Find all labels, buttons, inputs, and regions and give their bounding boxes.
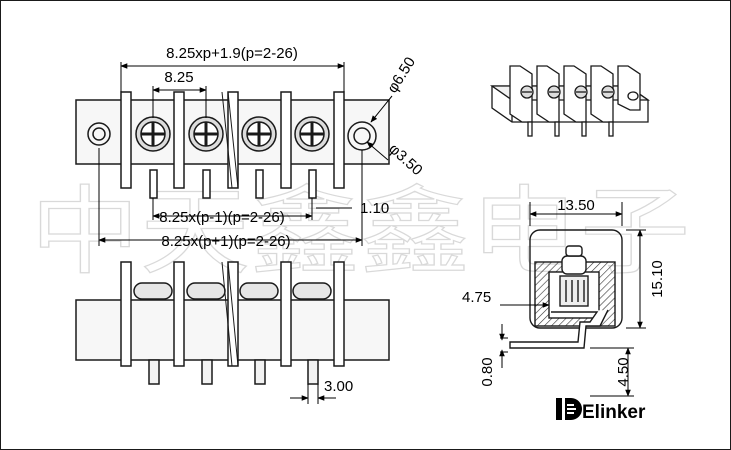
dim-pitch: 8.25 bbox=[164, 69, 193, 86]
isometric-view bbox=[489, 65, 651, 137]
dim-side-height: 15.10 bbox=[649, 260, 666, 298]
dim-side-width: 13.50 bbox=[557, 197, 595, 214]
brand-logo: Elinker bbox=[556, 398, 646, 423]
front-dimensions bbox=[98, 62, 393, 246]
screw-1 bbox=[135, 116, 171, 152]
bottom-view bbox=[75, 261, 390, 385]
dim-pin-thickness: 0.80 bbox=[479, 357, 496, 386]
screw-4 bbox=[294, 116, 330, 152]
dim-overall-width: 8.25xp+1.9(p=2-26) bbox=[166, 45, 298, 62]
dim-pin-span-outer: 8.25x(p+1)(p=2-26) bbox=[161, 233, 290, 250]
side-dimensions bbox=[499, 202, 646, 397]
brand-name: Elinker bbox=[582, 402, 646, 423]
front-view bbox=[75, 91, 390, 199]
screw-3 bbox=[241, 116, 277, 152]
dim-pin-width: 1.10 bbox=[360, 200, 389, 217]
dim-pin-length-side: 4.50 bbox=[615, 357, 632, 386]
dim-pin-span-inner: 8.25x(p-1)(p=2-26) bbox=[159, 209, 284, 226]
side-section-view bbox=[509, 229, 623, 349]
brand-mark-icon bbox=[556, 398, 582, 420]
bottom-dimensions bbox=[290, 384, 336, 404]
screw-2 bbox=[188, 116, 224, 152]
dim-pin-length-front: 3.00 bbox=[324, 378, 353, 395]
dim-mount-hole: φ3.50 bbox=[385, 140, 425, 179]
dim-screw-hole: φ6.50 bbox=[384, 54, 419, 96]
dim-side-offset: 4.75 bbox=[462, 289, 491, 306]
